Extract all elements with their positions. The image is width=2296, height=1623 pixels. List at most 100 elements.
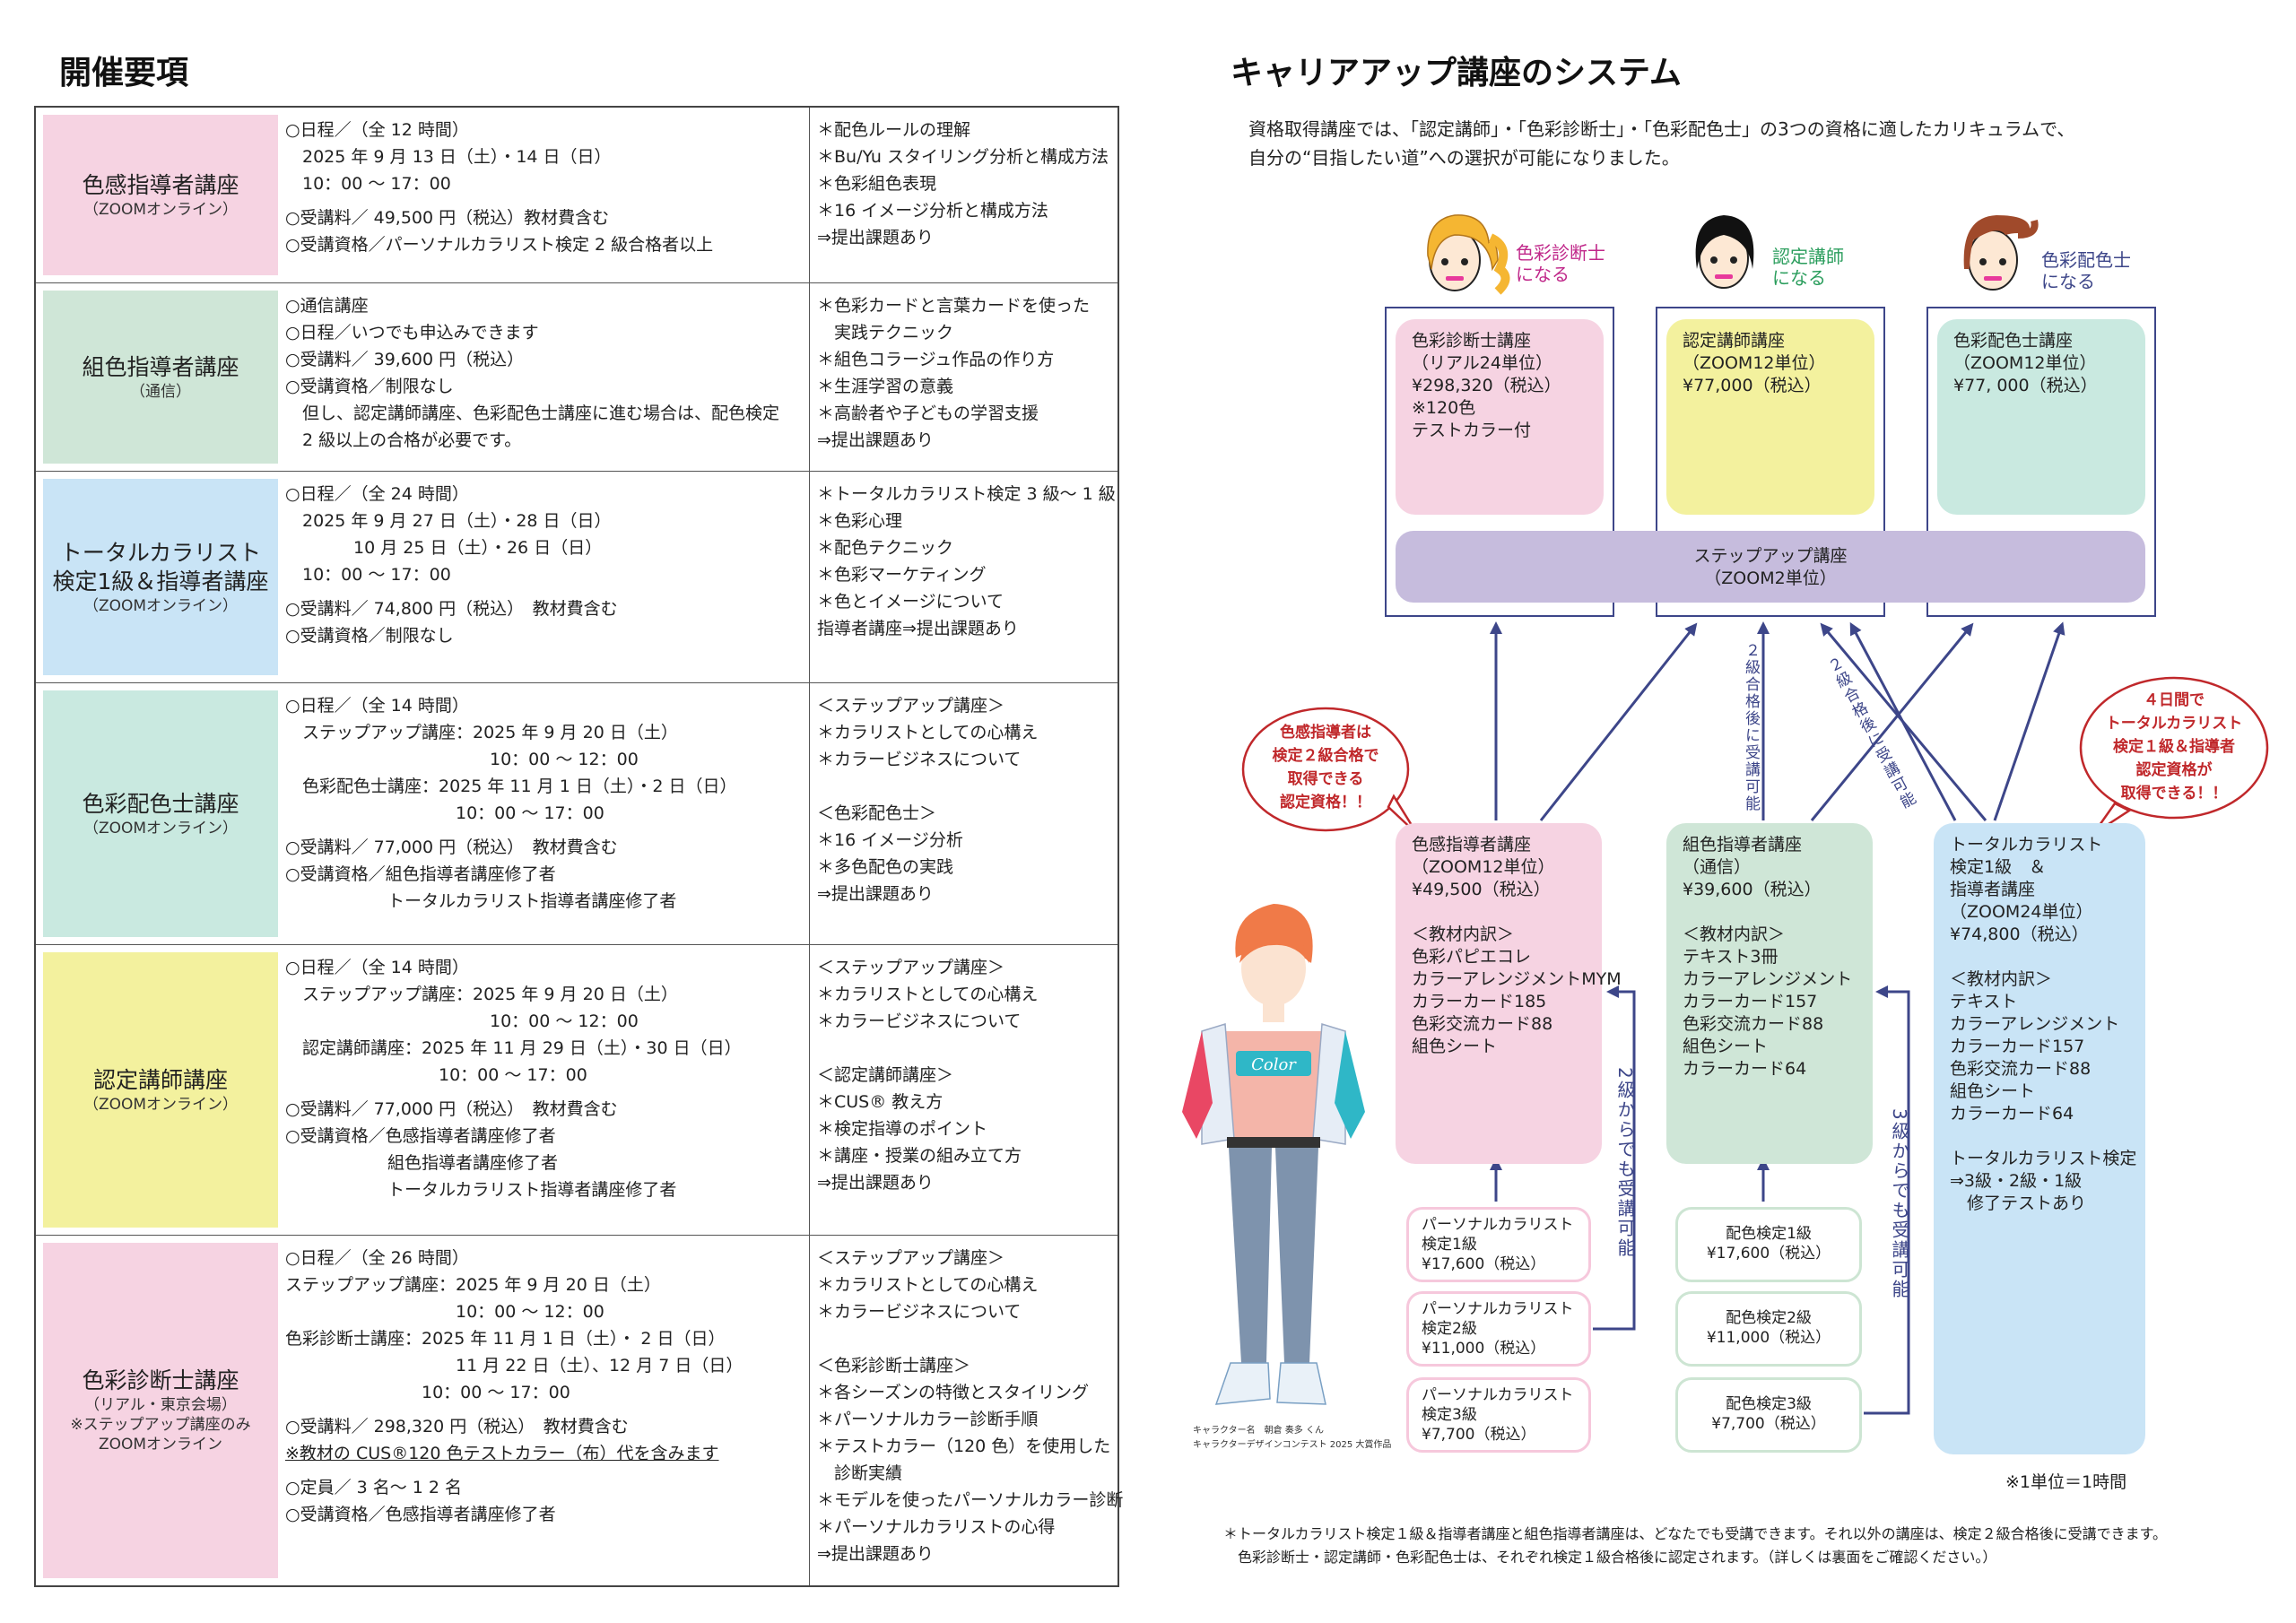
course-detail-cell: ○日程／（全 14 時間） ステップアップ講座：2025 年 9 月 20 日（… xyxy=(285,954,805,1203)
box-line: 組色シート xyxy=(1412,1037,1498,1056)
course-content-cell: ＜ステップアップ講座＞＊カラリストとしての心構え＊カラービジネスについて＜色彩診… xyxy=(809,1236,1123,1585)
course-sub: （ZOOMオンライン） xyxy=(83,200,239,219)
detail-line: トータルカラリスト指導者講座修了者 xyxy=(285,891,677,911)
box-line: トータルカラリスト検定 xyxy=(1950,1149,2137,1168)
content-line: ＊16 イメージ分析と構成方法 xyxy=(817,201,1048,221)
arrow-label-1: ２級合格後に受講可能 xyxy=(1742,642,1760,812)
content-line: ＊パーソナルカラー診断手順 xyxy=(817,1410,1039,1429)
bubble-line: ４日間で xyxy=(2144,691,2205,709)
detail-line: ○受講料／ 39,600 円（税込） xyxy=(285,350,525,369)
schedule-row: トータルカラリスト検定1級＆指導者講座（ZOOMオンライン）○日程／（全 24 … xyxy=(36,472,1118,683)
box-line: パーソナルカラリスト xyxy=(1422,1386,1574,1404)
box-line: 色彩交流カード88 xyxy=(1950,1059,2092,1079)
detail-line: ○日程／（全 14 時間） xyxy=(285,696,469,716)
box-line: ¥77,000（税込） xyxy=(1683,376,1822,395)
detail-line: ○日程／（全 26 時間） xyxy=(285,1248,469,1268)
course-box-coordinator: 色彩配色士講座 （ZOOM12単位） ¥77, 000（税込） xyxy=(1937,319,2145,515)
content-line: ＊カラリストとしての心構え xyxy=(817,1275,1039,1295)
character-credit: キャラクター名 朝倉 奏多 くん キャラクターデザインコンテスト 2025 大賞… xyxy=(1193,1424,1391,1453)
content-line: ＊カラリストとしての心構え xyxy=(817,723,1039,742)
course-name: 色彩配色士講座 xyxy=(82,790,239,817)
footnote-line-1: ＊トータルカラリスト検定１級＆指導者講座と組色指導者講座は、どなたでも受講できま… xyxy=(1223,1525,2168,1542)
face-icon-coordinator xyxy=(1963,215,2039,291)
box-line: ¥49,500（税込） xyxy=(1412,880,1551,899)
box-line: 配色検定3級 xyxy=(1726,1395,1812,1413)
content-line: ⇒提出課題あり xyxy=(817,1173,934,1193)
detail-line: ○受講料／ 298,320 円（税込） 教材費含む xyxy=(285,1417,629,1436)
box-line: カラーカード64 xyxy=(1683,1059,1807,1079)
course-content-cell: ＊トータルカラリスト検定 3 級～ 1 級＊色彩心理＊配色テクニック＊色彩マーケ… xyxy=(809,472,1118,682)
detail-line: ○受講資格／パーソナルカラリスト検定 2 級合格者以上 xyxy=(285,235,714,255)
detail-line: ○日程／いつでも申込みできます xyxy=(285,323,539,343)
course-sub: ZOOMオンライン xyxy=(98,1436,223,1454)
course-content-cell: ＊配色ルールの理解＊Bu/Yu スタイリング分析と構成方法＊色彩組色表現＊16 … xyxy=(809,108,1118,282)
detail-line: トータルカラリスト指導者講座修了者 xyxy=(285,1180,677,1200)
box-line: 色彩交流カード88 xyxy=(1412,1014,1553,1034)
detail-line: 10：00 ～ 17：00 xyxy=(285,803,604,823)
box-line: ¥11,000（税込） xyxy=(1422,1340,1546,1358)
content-line: ＊配色テクニック xyxy=(817,538,954,558)
face-label-line: 色彩診断士 xyxy=(1516,242,1605,264)
detail-line: 2025 年 9 月 27 日（土）・28 日（日） xyxy=(285,511,612,531)
content-line: ＊パーソナルカラリストの心得 xyxy=(817,1517,1056,1537)
face-icon-diagnostician xyxy=(1427,214,1510,295)
vlabel-from-grade2: 2級からでも受講可能 xyxy=(1614,1067,1636,1258)
content-line: ＊カラービジネスについて xyxy=(817,1011,1022,1031)
face-label-line: 色彩配色士 xyxy=(2041,249,2131,271)
course-name: トータルカラリスト xyxy=(59,539,262,566)
course-sub: （通信） xyxy=(130,382,191,401)
course-name-cell: 色彩配色士講座（ZOOMオンライン） xyxy=(43,690,278,937)
box-line: ＜教材内訳＞ xyxy=(1412,924,1515,944)
credit-line-2: キャラクターデザインコンテスト 2025 大賞作品 xyxy=(1193,1440,1392,1450)
box-line: ¥7,700（税込） xyxy=(1711,1415,1826,1433)
arrow-kansoku-to-instructor xyxy=(1539,622,1698,821)
detail-line: ○受講資格／制限なし xyxy=(285,626,454,646)
box-line: ＜教材内訳＞ xyxy=(1683,924,1786,944)
schedule-row: 色彩配色士講座（ZOOMオンライン）○日程／（全 14 時間） ステップアップ講… xyxy=(36,683,1118,945)
stepup-line-2: （ZOOM2単位） xyxy=(1704,568,1837,588)
detail-line: 11 月 22 日（土）、12 月 7 日（日） xyxy=(285,1356,744,1376)
content-line: ＊講座・授業の組み立て方 xyxy=(817,1146,1022,1166)
detail-line: ○日程／（全 24 時間） xyxy=(285,484,469,504)
detail-line: ○通信講座 xyxy=(285,296,369,316)
box-line: 色彩診断士講座 xyxy=(1412,331,1532,351)
detail-line: ○受講料／ 77,000 円（税込） 教材費含む xyxy=(285,1099,618,1119)
bubble-line: 認定資格！！ xyxy=(1280,794,1371,812)
bubble-line: 検定１級＆指導者 xyxy=(2113,738,2235,756)
hc-box-grade3: 配色検定3級 ¥7,700（税込） xyxy=(1675,1377,1862,1453)
frame-diagnostician xyxy=(1385,307,1614,617)
intro-text: 資格取得講座では、「認定講師」・「色彩診断士」・「色彩配色士」の3つの資格に適し… xyxy=(1248,115,2074,172)
detail-line: 認定講師講座：2025 年 11 月 29 日（土）・30 日（日） xyxy=(285,1038,742,1058)
intro-line-1: 資格取得講座では、「認定講師」・「色彩診断士」・「色彩配色士」の3つの資格に適し… xyxy=(1248,118,2075,140)
content-line: ＜ステップアップ講座＞ xyxy=(817,696,1005,716)
detail-line: ○受講資格／制限なし xyxy=(285,377,454,396)
box-line: パーソナルカラリスト xyxy=(1422,1216,1574,1234)
content-line: 診断実績 xyxy=(817,1463,903,1483)
box-line: パーソナルカラリスト xyxy=(1422,1300,1574,1318)
schedule-row: 認定講師講座 （ZOOMオンライン） ○日程／（全 14 時間） ステップアップ講座… xyxy=(36,945,1118,1236)
detail-line: ○受講資格／色感指導者講座修了者 xyxy=(285,1505,556,1524)
box-line: テキスト xyxy=(1950,992,2018,1011)
box-line: 色感指導者講座 xyxy=(1412,835,1532,855)
face-label-line: になる xyxy=(1516,264,1570,285)
bubble-right-text: ４日間で トータルカラリスト 検定１級＆指導者 認定資格が 取得できる！！ xyxy=(2086,689,2262,805)
detail-line: ○日程／（全 14 時間） xyxy=(285,958,469,977)
course-name: 認定講師講座 xyxy=(92,1066,228,1093)
detail-line: 10：00 ～ 12：00 xyxy=(285,1011,639,1031)
shirt-text: Color xyxy=(1251,1055,1297,1074)
box-line: 組色シート xyxy=(1950,1081,2036,1101)
face-icon-instructor xyxy=(1695,215,1754,289)
content-line: ＜色彩配色士＞ xyxy=(817,803,937,823)
box-line: （ZOOM12単位） xyxy=(1412,857,1555,877)
course-box-shikan: 色感指導者講座 （ZOOM12単位） ¥49,500（税込） ＜教材内訳＞ 色彩… xyxy=(1396,823,1622,1164)
box-line: トータルカラリスト xyxy=(1950,835,2103,855)
box-line: ＜教材内訳＞ xyxy=(1950,969,2053,989)
bubble-line: トータルカラリスト xyxy=(2105,715,2243,733)
content-line: ＊組色コラージュ作品の作り方 xyxy=(817,350,1055,369)
box-line: （リアル24単位） xyxy=(1412,353,1552,373)
course-sub: （ZOOMオンライン） xyxy=(83,1095,239,1114)
course-detail-cell: ○通信講座 ○日程／いつでも申込みできます ○受講料／ 39,600 円（税込） ○受… xyxy=(285,292,805,454)
